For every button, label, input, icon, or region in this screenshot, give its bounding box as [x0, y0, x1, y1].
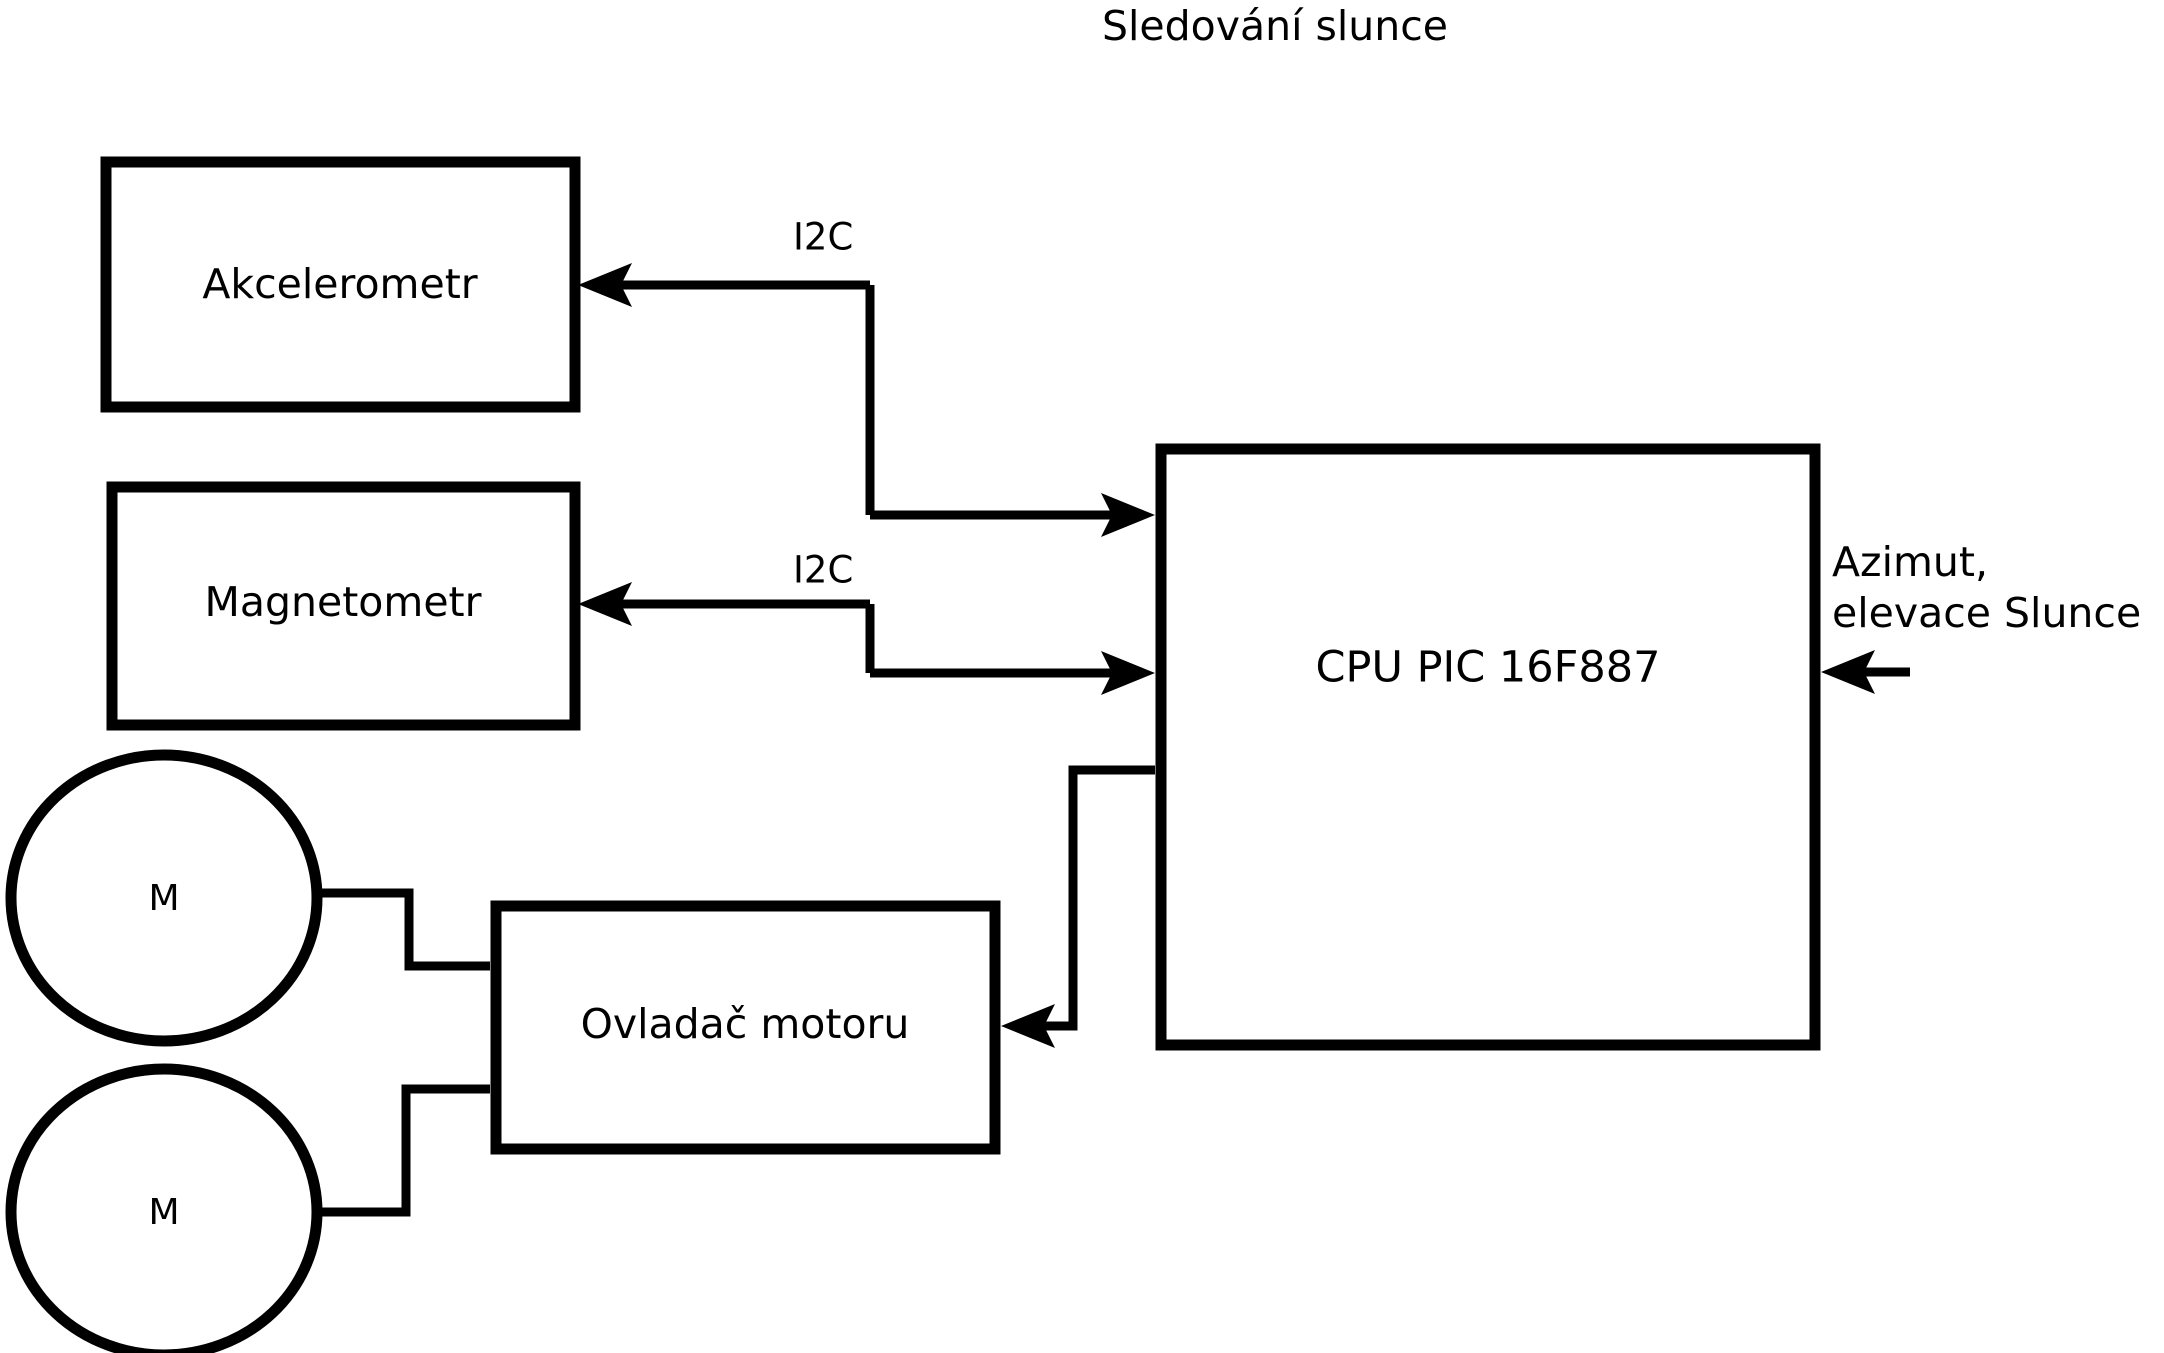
- block-motor-top[interactable]: M: [5, 749, 323, 1047]
- wire-magnetometer-to-cpu: [870, 651, 1155, 695]
- block-motor-bottom-label: M: [148, 1192, 179, 1233]
- block-cpu[interactable]: CPU PIC 16F887: [1155, 443, 1821, 1051]
- block-motor-driver[interactable]: Ovladač motoru: [490, 900, 1001, 1155]
- page-title: Sledování slunce: [1102, 2, 1448, 50]
- block-accelerometer[interactable]: Akcelerometr: [100, 156, 581, 413]
- block-motor-top-label: M: [148, 878, 179, 919]
- wire-label-i2c-accelerometer: I2C: [793, 216, 853, 259]
- block-cpu-label: CPU PIC 16F887: [1316, 643, 1661, 693]
- wire-accelerometer-to-cpu: [870, 493, 1155, 537]
- wire-external-azimut-input: [1821, 650, 1910, 694]
- block-magnetometer[interactable]: Magnetometr: [106, 481, 581, 731]
- wire-cpu-to-motor-driver: [1001, 765, 1155, 1048]
- block-accelerometer-label: Akcelerometr: [202, 260, 477, 308]
- external-input-label-line2: elevace Slunce: [1832, 589, 2141, 637]
- wire-label-i2c-magnetometer: I2C: [793, 549, 853, 592]
- wire-cpu-to-accelerometer: [578, 263, 875, 515]
- external-input-label-line1: Azimut,: [1832, 538, 1988, 586]
- wire-cpu-to-magnetometer: [578, 582, 875, 673]
- block-magnetometer-label: Magnetometr: [205, 578, 482, 626]
- block-motor-bottom[interactable]: M: [5, 1063, 323, 1353]
- block-motor-driver-label: Ovladač motoru: [581, 1000, 910, 1048]
